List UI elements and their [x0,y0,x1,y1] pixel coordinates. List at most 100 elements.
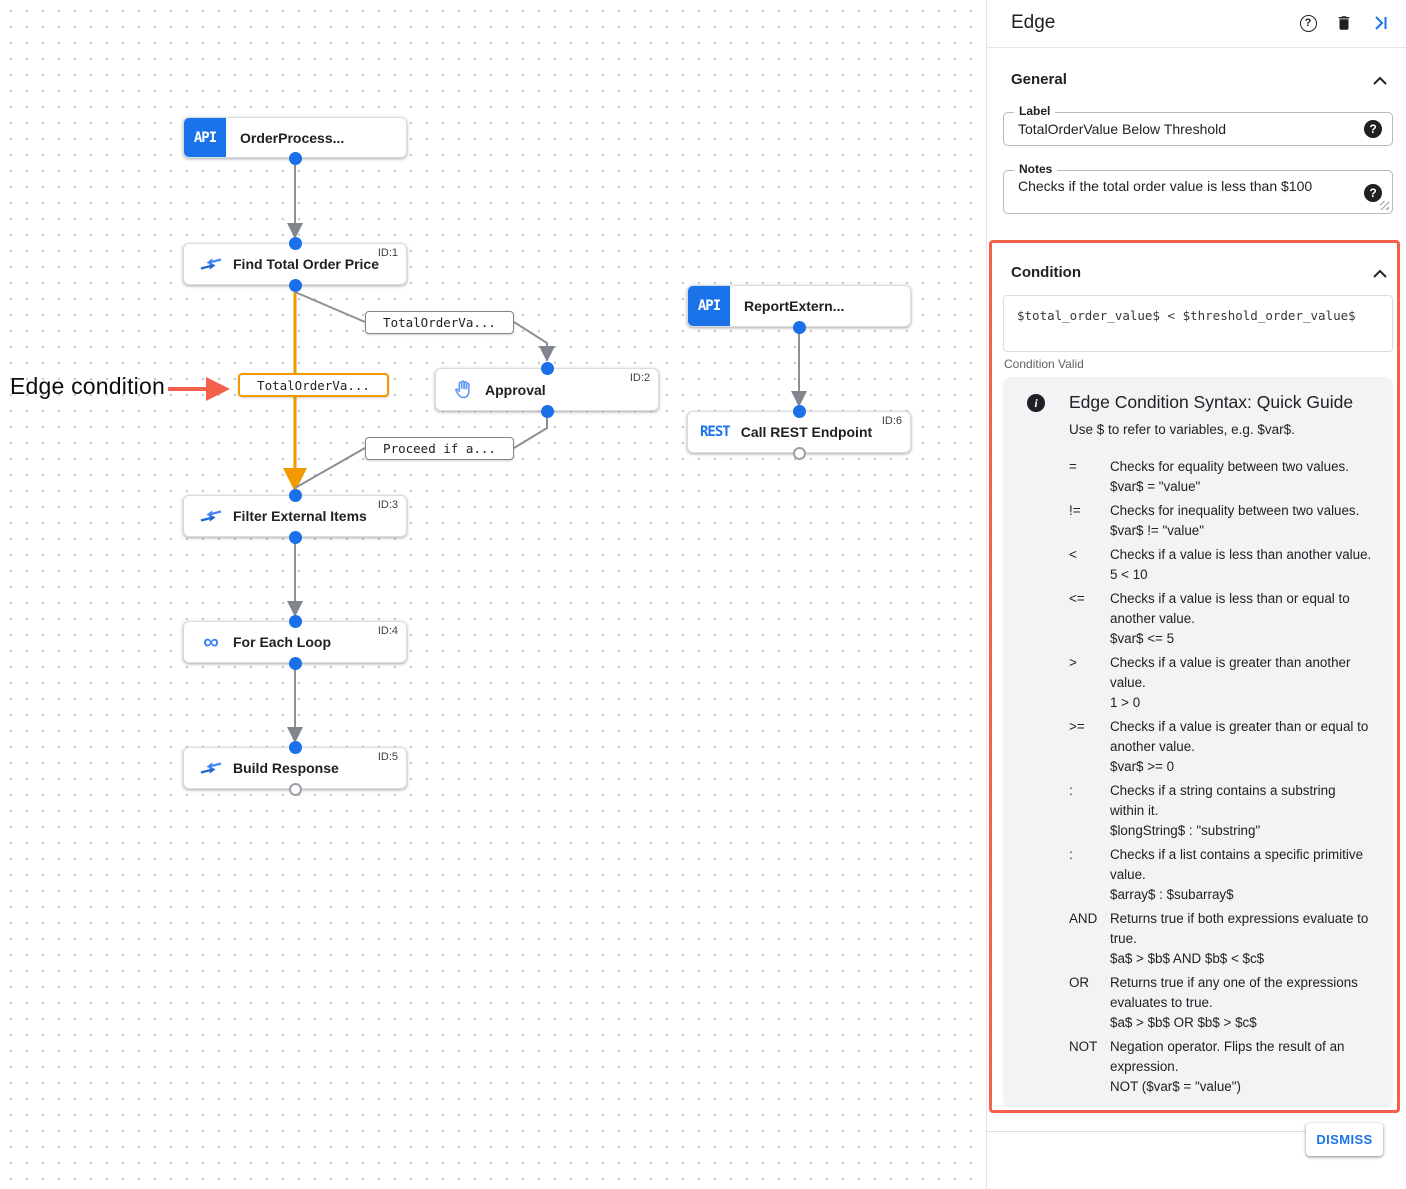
edge-config-panel: Edge ? General Label T [986,0,1406,1189]
guide-rule-example: $longString$ : "substring" [1110,823,1261,838]
port[interactable] [540,361,554,375]
panel-header: Edge ? [987,0,1406,48]
node-approval[interactable]: ID:2 Approval [435,368,659,411]
general-section-heading: General [1011,71,1067,88]
delete-icon[interactable] [1334,13,1354,33]
guide-rule: != Checks for inequality between two val… [1069,501,1373,541]
guide-rules: = Checks for equality between two values… [1069,457,1373,1097]
guide-rule-desc: Checks if a value is greater than anothe… [1110,655,1351,690]
guide-rule: AND Returns true if both expressions eva… [1069,909,1373,969]
node-title: Call REST Endpoint [740,424,873,440]
node-orderprocess[interactable]: API OrderProcess... [183,117,407,158]
guide-rule-op: < [1069,547,1077,562]
port[interactable] [288,614,302,628]
guide-rule-op: >= [1069,719,1085,734]
label-help-icon[interactable]: ? [1364,120,1382,138]
guide-rule-example: $var$ >= 0 [1110,759,1175,774]
guide-rule-example: $a$ > $b$ OR $b$ > $c$ [1110,1015,1257,1030]
notes-input[interactable]: Checks if the total order value is less … [1018,178,1313,194]
label-field-label: Label [1014,104,1056,118]
guide-rule-op: != [1069,503,1081,518]
guide-rule-desc: Checks for equality between two values. [1110,459,1349,474]
port[interactable] [288,151,302,165]
edge-approval-filter-a[interactable] [513,411,548,449]
rest-badge-icon: REST [700,424,731,440]
node-id-label: ID:6 [881,415,902,427]
condition-expression-input[interactable]: $total_order_value$ < $threshold_order_v… [1003,295,1393,352]
panel-title: Edge [1011,12,1056,33]
guide-rule-desc: Checks if a value is greater than or equ… [1110,719,1369,754]
workflow-edges [168,158,807,743]
node-find-total-order-price[interactable]: ID:1 Find Total Order Price [183,243,407,285]
guide-rule-desc: Negation operator. Flips the result of a… [1110,1039,1345,1074]
hand-icon [450,379,476,401]
notes-field-label: Notes [1014,162,1058,176]
notes-help-icon[interactable]: ? [1364,184,1382,202]
edge-label-proceed-if[interactable]: Proceed if a... [365,437,514,460]
guide-rule: : Checks if a string contains a substrin… [1069,781,1373,841]
port[interactable] [792,404,806,418]
edge-label-totalorderva-approval[interactable]: TotalOrderVa... [365,311,514,334]
guide-rule: >= Checks if a value is greater than or … [1069,717,1373,777]
guide-rule: > Checks if a value is greater than anot… [1069,653,1373,713]
guide-rule-desc: Returns true if both expressions evaluat… [1110,911,1369,946]
port[interactable] [288,530,302,544]
condition-status: Condition Valid [1004,357,1084,371]
panel-footer-divider [987,1131,1308,1132]
guide-rule-op: = [1069,459,1077,474]
edge-label-condition-highlighted[interactable]: TotalOrderVa... [238,373,389,397]
port[interactable] [288,740,302,754]
guide-intro: Use $ to refer to variables, e.g. $var$. [1069,422,1295,437]
node-id-label: ID:4 [377,625,398,637]
node-title: OrderProcess... [240,129,345,146]
collapse-panel-icon[interactable] [1370,13,1390,33]
label-field[interactable]: Label TotalOrderValue Below Threshold ? [1003,104,1393,146]
guide-rule-op: OR [1069,975,1090,990]
node-reportextern[interactable]: API ReportExtern... [687,285,911,327]
port[interactable] [792,320,806,334]
port-open[interactable] [288,782,302,796]
guide-rule-op: <= [1069,591,1085,606]
node-call-rest-endpoint[interactable]: ID:6 REST Call REST Endpoint [687,411,911,453]
port[interactable] [288,488,302,502]
port[interactable] [540,404,554,418]
data-mapping-icon [198,255,224,273]
data-mapping-icon [198,507,224,525]
guide-rule: = Checks for equality between two values… [1069,457,1373,497]
label-input[interactable]: TotalOrderValue Below Threshold [1018,121,1227,137]
node-id-label: ID:5 [377,751,398,763]
node-title: For Each Loop [233,634,331,650]
workflow-canvas[interactable]: API OrderProcess... ID:1 Find Total Orde… [0,0,986,1189]
node-id-label: ID:3 [377,499,398,511]
guide-rule-example: $var$ <= 5 [1110,631,1175,646]
info-icon: i [1027,394,1045,412]
collapse-general-icon[interactable] [1372,76,1388,86]
edge-findtotal-approval-b[interactable] [513,321,555,362]
edge-findtotal-approval-a[interactable] [294,291,366,323]
node-title: Filter External Items [233,508,367,524]
help-icon[interactable]: ? [1298,13,1318,33]
edge-approval-filter-b[interactable] [294,447,366,489]
guide-title: Edge Condition Syntax: Quick Guide [1069,392,1354,412]
notes-resize-handle[interactable] [1380,201,1389,210]
guide-rule-op: AND [1069,911,1098,926]
guide-rule: OR Returns true if any one of the expres… [1069,973,1373,1033]
node-for-each-loop[interactable]: ID:4 ∞ For Each Loop [183,621,407,663]
guide-rule-example: NOT ($var$ = "value") [1110,1079,1241,1094]
node-title: Find Total Order Price [233,256,379,272]
notes-field[interactable]: Notes Checks if the total order value is… [1003,162,1393,214]
node-title: Approval [485,381,546,398]
port[interactable] [288,656,302,670]
port[interactable] [288,278,302,292]
dismiss-button[interactable]: DISMISS [1306,1123,1383,1156]
port[interactable] [288,236,302,250]
condition-syntax-guide: i Edge Condition Syntax: Quick Guide Use… [1003,377,1393,1108]
annotation-edge-condition: Edge condition [10,373,165,399]
data-mapping-icon [198,759,224,777]
guide-rule-desc: Returns true if any one of the expressio… [1110,975,1358,1010]
collapse-condition-icon[interactable] [1372,269,1388,279]
guide-rule-op: : [1069,847,1073,862]
guide-rule-example: $var$ != "value" [1110,523,1204,538]
port-open[interactable] [792,446,806,460]
